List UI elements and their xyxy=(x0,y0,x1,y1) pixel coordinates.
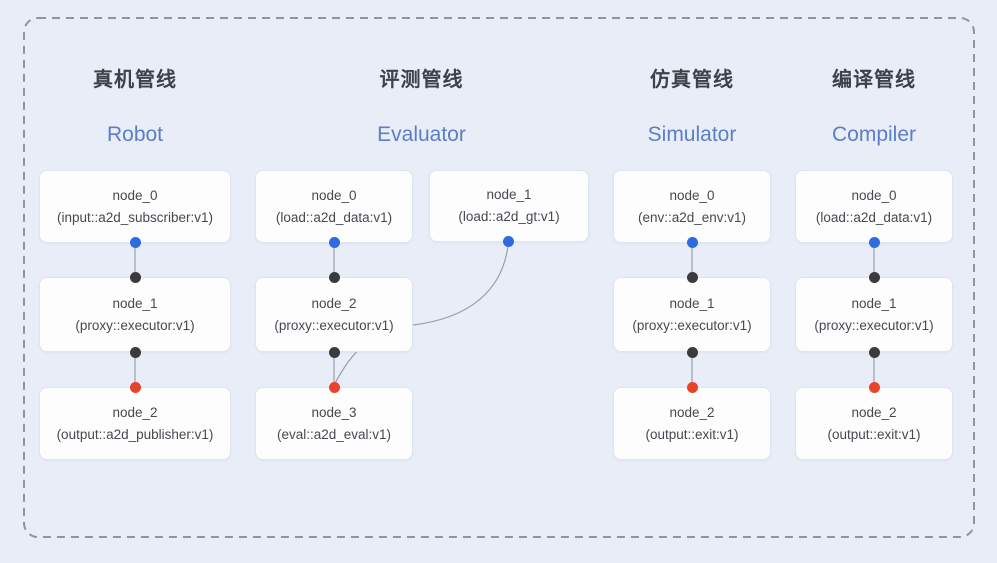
node-name: node_0 xyxy=(112,187,158,203)
node-evaluator-1: node_1 (load::a2d_gt:v1) xyxy=(429,170,589,242)
node-robot-1: node_1 (proxy::executor:v1) xyxy=(39,277,231,352)
node-compiler-2: node_2 (output::exit:v1) xyxy=(795,387,953,460)
node-name: node_1 xyxy=(486,187,532,202)
node-compiler-0: node_0 (load::a2d_data:v1) xyxy=(795,170,953,243)
pipeline-title-en-compiler: Compiler xyxy=(831,123,917,146)
pipeline-title-en-evaluator: Evaluator xyxy=(377,123,466,146)
port-red-dot xyxy=(129,381,141,393)
node-name: node_3 xyxy=(311,404,357,420)
node-robot-0: node_0 (input::a2d_subscriber:v1) xyxy=(39,170,231,243)
node-type: (output::exit:v1) xyxy=(645,426,739,442)
node-name: node_0 xyxy=(311,187,357,203)
port-blue-dot xyxy=(503,236,514,247)
node-name: node_2 xyxy=(112,404,158,420)
port-blue-dot xyxy=(868,236,880,248)
pipeline-title-en-simulator: Simulator xyxy=(647,123,737,146)
node-type: (proxy::executor:v1) xyxy=(814,317,934,333)
port-black-dot xyxy=(868,346,880,358)
node-compiler-1: node_1 (proxy::executor:v1) xyxy=(795,277,953,352)
node-type: (load::a2d_data:v1) xyxy=(275,209,393,225)
node-name: node_2 xyxy=(851,404,897,420)
pipeline-title-zh-robot: 真机管线 xyxy=(93,69,177,91)
port-black-dot xyxy=(129,271,141,283)
node-type: (output::a2d_publisher:v1) xyxy=(56,426,214,442)
node-type: (input::a2d_subscriber:v1) xyxy=(56,209,214,225)
node-simulator-0: node_0 (env::a2d_env:v1) xyxy=(613,170,771,243)
node-type: (proxy::executor:v1) xyxy=(274,317,394,333)
port-red-dot xyxy=(868,381,880,393)
node-name: node_0 xyxy=(669,187,715,203)
port-blue-dot xyxy=(328,236,340,248)
pipeline-title-zh-evaluator: 评测管线 xyxy=(379,69,464,91)
node-evaluator-0: node_0 (load::a2d_data:v1) xyxy=(255,170,413,243)
node-type: (load::a2d_data:v1) xyxy=(815,209,933,225)
port-black-dot xyxy=(328,346,340,358)
node-type: (eval::a2d_eval:v1) xyxy=(276,426,392,442)
port-black-dot xyxy=(686,346,698,358)
node-type: (output::exit:v1) xyxy=(827,426,921,442)
pipeline-title-zh-simulator: 仿真管线 xyxy=(650,69,734,91)
pipeline-title-zh-compiler: 编译管线 xyxy=(832,69,916,91)
port-black-dot xyxy=(328,271,340,283)
port-black-dot xyxy=(686,271,698,283)
node-name: node_2 xyxy=(669,404,715,420)
node-type: (proxy::executor:v1) xyxy=(632,317,752,333)
node-type: (load::a2d_gt:v1) xyxy=(458,209,560,224)
node-evaluator-3: node_3 (eval::a2d_eval:v1) xyxy=(255,387,413,460)
node-name: node_1 xyxy=(851,295,897,311)
port-blue-dot xyxy=(129,236,141,248)
node-type: (proxy::executor:v1) xyxy=(75,317,195,333)
pipeline-title-en-robot: Robot xyxy=(106,123,164,146)
port-red-dot xyxy=(328,381,340,393)
node-name: node_0 xyxy=(851,187,897,203)
port-black-dot xyxy=(868,271,880,283)
dashed-frame-border xyxy=(23,17,975,538)
port-black-dot xyxy=(129,346,141,358)
node-simulator-2: node_2 (output::exit:v1) xyxy=(613,387,771,460)
node-robot-2: node_2 (output::a2d_publisher:v1) xyxy=(39,387,231,460)
edge-eval-n1-n3-curve xyxy=(333,241,510,386)
node-name: node_2 xyxy=(311,295,357,311)
node-type: (env::a2d_env:v1) xyxy=(637,209,747,225)
port-blue-dot xyxy=(686,236,698,248)
node-evaluator-2: node_2 (proxy::executor:v1) xyxy=(255,277,413,352)
node-name: node_1 xyxy=(112,295,158,311)
node-name: node_1 xyxy=(669,295,715,311)
node-simulator-1: node_1 (proxy::executor:v1) xyxy=(613,277,771,352)
port-red-dot xyxy=(686,381,698,393)
